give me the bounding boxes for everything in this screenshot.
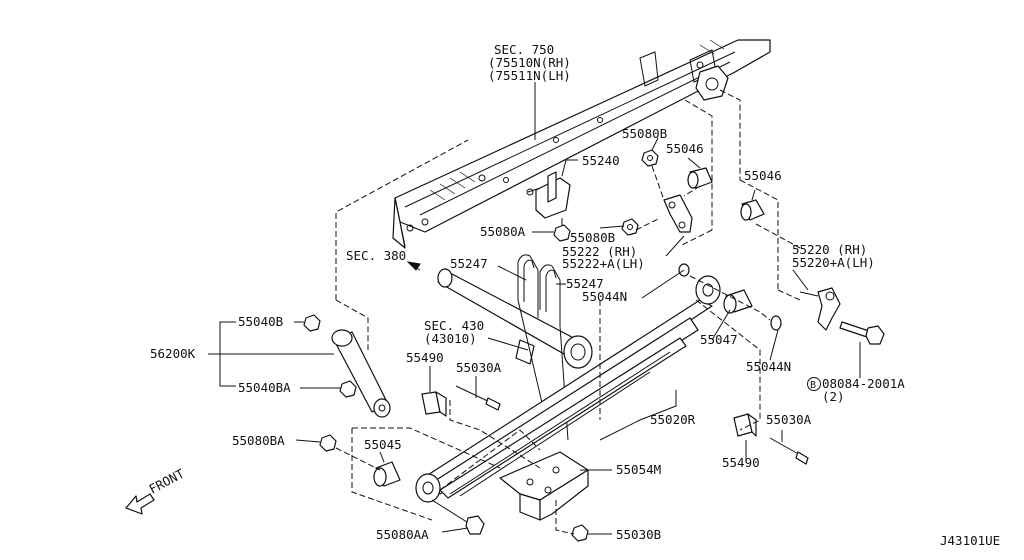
label-55020r: 55020R <box>650 412 696 427</box>
label-55080b-top: 55080B <box>622 126 667 141</box>
label-55046-a: 55046 <box>666 141 704 156</box>
label-55044n-b: 55044N <box>746 359 791 374</box>
leader-lines <box>208 82 861 535</box>
label-55030a-a: 55030A <box>456 360 502 375</box>
label-diagram-id: J43101UE <box>940 533 1000 548</box>
nut-55030b <box>571 524 589 542</box>
label-55044n-a: 55044N <box>582 289 627 304</box>
nut-55040ba <box>339 380 357 398</box>
axle-tube <box>437 268 593 369</box>
label-55220a: 55220+A(LH) <box>792 255 875 270</box>
label-55222a: 55222+A(LH) <box>562 256 645 271</box>
shackle-bracket-55240 <box>526 171 571 241</box>
bushing-55046-upper <box>687 167 713 189</box>
bushing-55045 <box>373 461 401 487</box>
part-labels: SEC. 750 (75510N(RH) (75511N(LH) 55080B … <box>146 42 1000 548</box>
label-55080ba: 55080BA <box>232 433 285 448</box>
bolt-55080aa <box>431 499 485 535</box>
label-55030b: 55030B <box>616 527 661 542</box>
shackle-55220 <box>799 287 885 345</box>
label-55046-b: 55046 <box>744 168 782 183</box>
nut-55080ba <box>319 434 337 452</box>
label-55040b: 55040B <box>238 314 283 329</box>
label-sec430: SEC. 430 <box>424 318 484 333</box>
bolt-circle-icon <box>807 377 821 391</box>
label-55247-a: 55247 <box>450 256 488 271</box>
front-arrow-icon <box>125 493 155 515</box>
frame-rail <box>392 39 771 249</box>
label-55054m: 55054M <box>616 462 661 477</box>
label-55247-b: 55247 <box>566 276 604 291</box>
label-43010: (43010) <box>424 331 477 346</box>
assembly-lines <box>335 89 801 535</box>
label-sec380: SEC. 380 <box>346 248 406 263</box>
label-08084: 08084-2001A <box>822 376 905 391</box>
washer-55044n-right <box>770 315 782 331</box>
label-bolt-circle: B <box>810 380 816 391</box>
stopper-55490-left <box>421 391 447 417</box>
label-55240: 55240 <box>582 153 620 168</box>
bushing-55047 <box>723 289 753 314</box>
bolt-55030a-right <box>769 437 809 465</box>
label-55080a: 55080A <box>480 224 526 239</box>
shackle-55222 <box>663 194 693 233</box>
label-55490-a: 55490 <box>406 350 444 365</box>
label-55080aa: 55080AA <box>376 527 429 542</box>
spring-seat-55054m <box>499 451 589 521</box>
bushing-55046-right <box>740 199 765 221</box>
label-55040ba: 55040BA <box>238 380 291 395</box>
label-55490-b: 55490 <box>722 455 760 470</box>
label-55045: 55045 <box>364 437 402 452</box>
label-55220: 55220 (RH) <box>792 242 867 257</box>
label-75510n: (75510N(RH) <box>488 55 571 70</box>
shock-absorber-56200k <box>331 329 391 418</box>
nut-55080a <box>553 224 571 242</box>
label-55080b-mid: 55080B <box>570 230 615 245</box>
label-75511n: (75511N(LH) <box>488 68 571 83</box>
label-sec750: SEC. 750 <box>494 42 554 57</box>
label-56200k: 56200K <box>150 346 196 361</box>
leaf-spring-55020r <box>415 275 721 503</box>
label-55030a-b: 55030A <box>766 412 812 427</box>
label-55222: 55222 (RH) <box>562 244 637 259</box>
nut-55080b-top <box>641 149 659 167</box>
stopper-55490-right <box>733 413 757 437</box>
label-qty2: (2) <box>822 389 845 404</box>
label-55047: 55047 <box>700 332 738 347</box>
nut-55080b-mid <box>621 218 639 236</box>
label-front: FRONT <box>146 466 187 497</box>
bolt-55030a-left <box>455 385 501 411</box>
sec380-arrow-icon <box>406 261 421 271</box>
nut-55040b <box>303 314 321 332</box>
